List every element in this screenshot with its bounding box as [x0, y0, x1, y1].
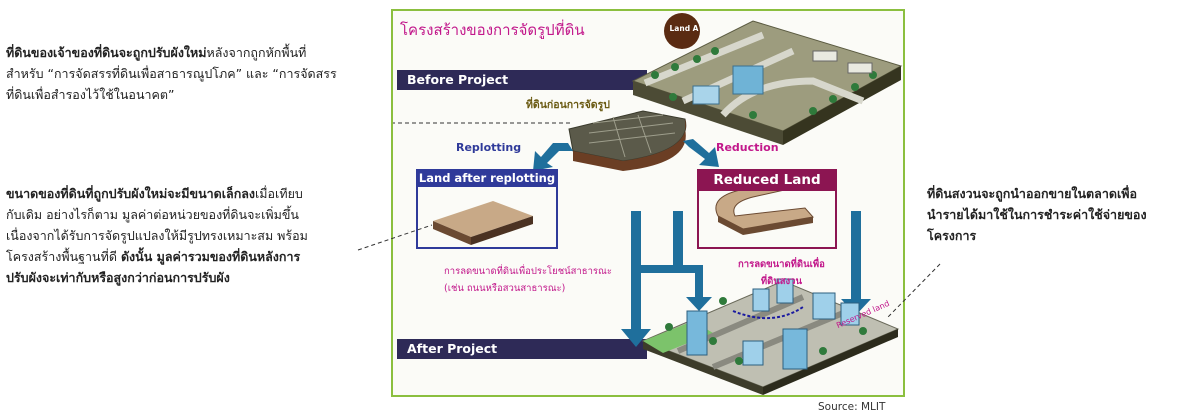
note-left-bottom-line5: ปรับผังจะเท่ากับหรือสูงกว่าก่อนการปรับผั… [6, 270, 230, 285]
note-right: ที่ดินสงวนจะถูกนำออกขายในตลาดเพื่อ นำราย… [927, 183, 1199, 246]
land-a-badge [664, 13, 700, 49]
note-right-line2: นำรายได้มาใช้ในการชำระค่าใช้จ่ายของ [927, 207, 1147, 222]
arrow-replotting [533, 143, 573, 171]
note-left-top: ที่ดินของเจ้าของที่ดินจะถูกปรับผังใหม่หล… [6, 42, 386, 105]
reduced-land-box: Reduced Land [697, 169, 837, 249]
land-before-replotting [568, 110, 687, 171]
land-after-replotting-title: Land after replotting [416, 169, 558, 187]
callout-line-top [393, 122, 573, 124]
note-right-line1: ที่ดินสงวนจะถูกนำออกขายในตลาดเพื่อ [927, 186, 1137, 201]
before-project-band: Before Project [397, 70, 647, 90]
reduced-land-shape [715, 178, 814, 235]
note-left-top-bold: ที่ดินของเจ้าของที่ดินจะถูกปรับผังใหม่ [6, 45, 207, 60]
arrow-reduction [683, 139, 719, 167]
note-left-bottom-line4-bold: ดังนั้น มูลค่ารวมของที่ดินหลังการ [120, 249, 301, 264]
reduction-label: Reduction [716, 141, 779, 154]
land-before-label: ที่ดินก่อนการจัดรูป [526, 99, 610, 111]
diagram-title: โครงสร้างของการจัดรูปที่ดิน [400, 21, 585, 39]
note-left-bottom-bold: ขนาดของที่ดินที่ถูกปรับผังใหม่จะมีขนาดเล… [6, 186, 256, 201]
note-left-bottom: ขนาดของที่ดินที่ถูกปรับผังใหม่จะมีขนาดเล… [6, 183, 391, 288]
illustration [393, 13, 903, 395]
note-left-bottom-rest: เมื่อเทียบ [255, 186, 303, 201]
note-left-top-line2: สำหรับ “การจัดสรรที่ดินเพื่อสาธารณูปโภค”… [6, 66, 337, 81]
note-left-bottom-line3: เนื่องจากได้รับการจัดรูปแปลงให้มีรูปทรงเ… [6, 228, 308, 243]
note-left-bottom-line4-plain: โครงสร้างพื้นฐานที่ดี [6, 249, 121, 264]
before-city-block [631, 20, 903, 145]
reduced-land-title: Reduced Land [697, 169, 837, 191]
source-caption: Source: MLIT [818, 401, 886, 413]
land-after-replotting-box: Land after replotting [416, 169, 558, 249]
land-a-label: Land A [669, 24, 699, 33]
replotted-parcel [433, 201, 533, 245]
note-left-top-rest: หลังจากถูกหักพื้นที่ [206, 45, 307, 60]
reserve-reduction-line2: ที่ดินสงวน [760, 276, 803, 287]
public-reduction-label: การลดขนาดที่ดินเพื่อประโยชน์สาธารณะ (เช่… [444, 263, 612, 297]
public-reduction-line1: การลดขนาดที่ดินเพื่อประโยชน์สาธารณะ [444, 266, 612, 277]
note-left-top-line3: ที่ดินเพื่อสำรองไว้ใช้ในอนาคต” [6, 87, 175, 102]
reserve-reduction-line1: การลดขนาดที่ดินเพื่อ [738, 259, 825, 270]
note-left-bottom-line2: กับเดิม อย่างไรก็ตาม มูลค่าต่อหน่วยของที… [6, 207, 299, 222]
reserve-reduction-label: การลดขนาดที่ดินเพื่อ ที่ดินสงวน [738, 256, 825, 290]
after-project-band: After Project [397, 339, 647, 359]
replotting-label: Replotting [456, 141, 522, 154]
after-city-block [641, 278, 900, 395]
public-reduction-line2: (เช่น ถนนหรือสวนสาธารณะ) [444, 283, 566, 294]
note-right-line3: โครงการ [927, 228, 977, 243]
